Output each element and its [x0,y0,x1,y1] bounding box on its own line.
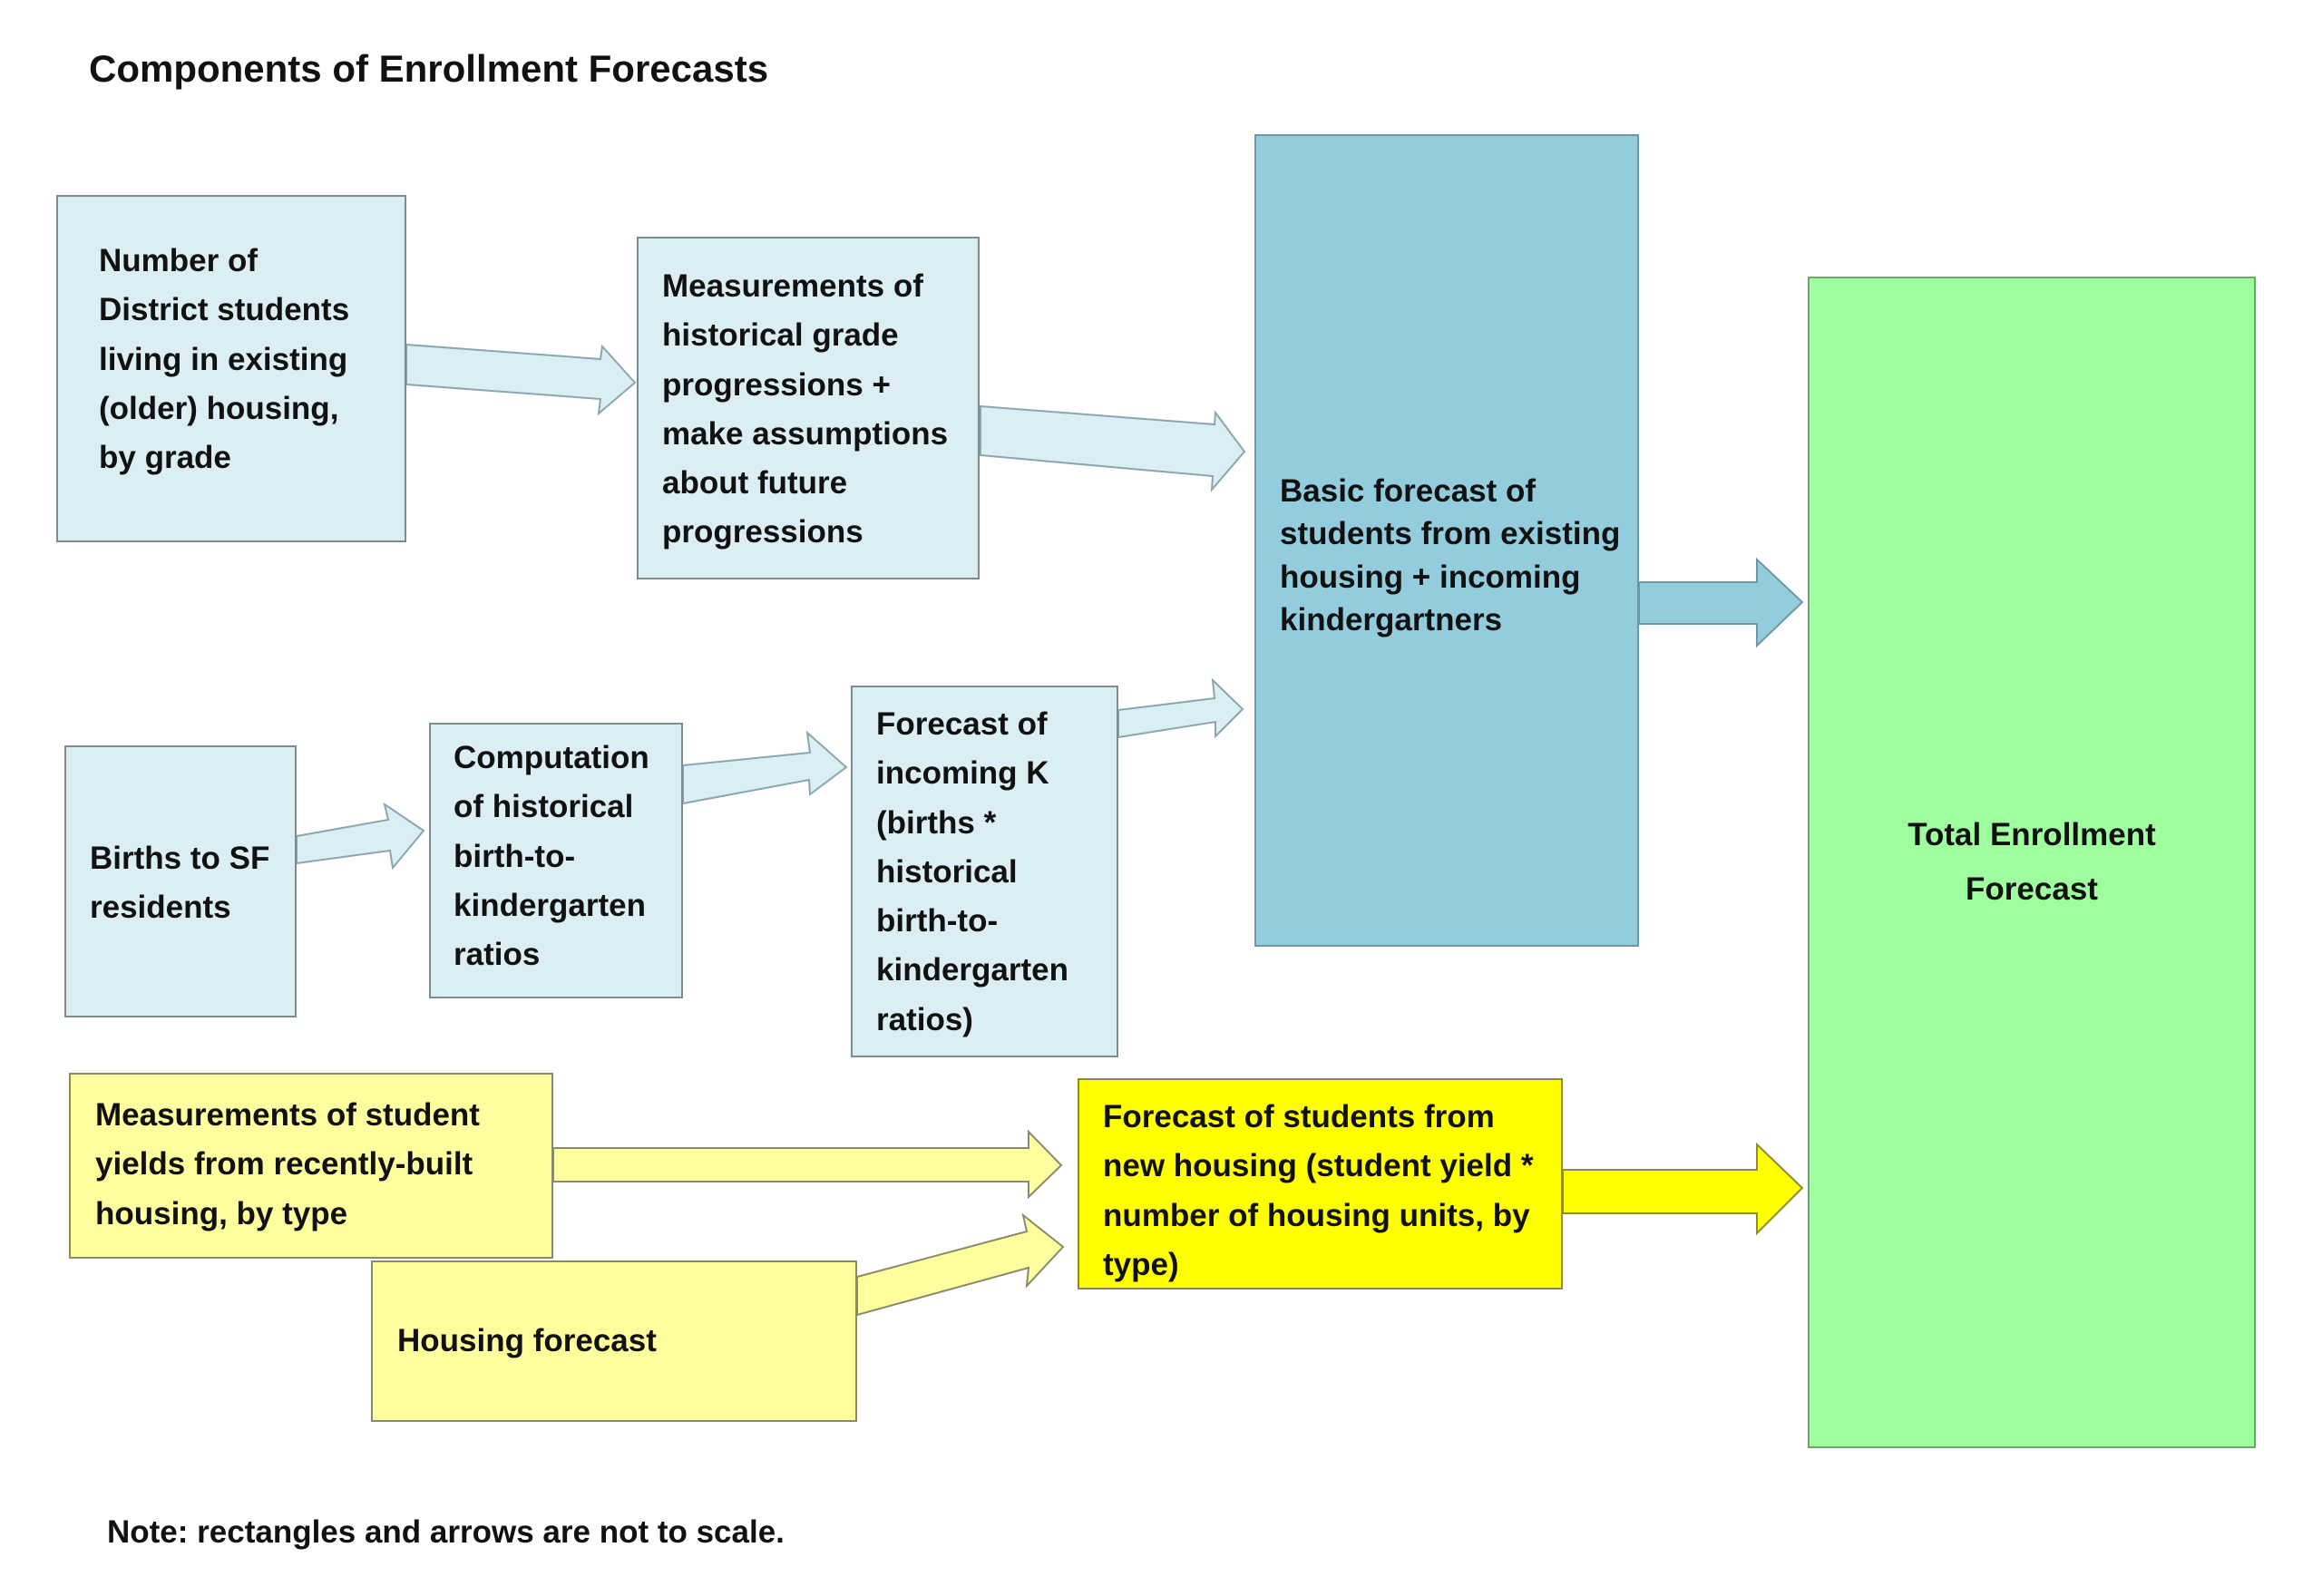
box-student-yields: Measurements of student yields from rece… [69,1073,553,1259]
box-line: housing, by type [95,1195,348,1231]
arrow-computation-to-incomingk [682,730,848,805]
box-housing-forecast: Housing forecast [371,1260,857,1422]
box-line: Total Enrollment [1907,817,2156,852]
box-line: living in existing [99,341,348,377]
box-incoming-k-forecast: Forecast of incoming K (births * histori… [851,686,1118,1057]
box-line: residents [90,890,231,926]
box-births: Births to SF residents [64,745,297,1017]
box-line: Measurements of [662,268,923,304]
box-line: Number of [99,243,258,278]
box-line: progressions [662,514,863,550]
arrow-incomingk-to-basic [1117,677,1244,739]
page-title: Components of Enrollment Forecasts [89,47,769,90]
box-line: Basic forecast of [1280,473,1537,509]
box-grade-progressions: Measurements of historical grade progres… [637,237,980,579]
box-line: Forecast [1966,871,2098,907]
box-line: new housing (student yield * [1103,1148,1534,1184]
box-line: make assumptions [662,415,949,452]
box-line: Births to SF [90,841,270,876]
box-line: (older) housing, [99,390,339,426]
box-line: kindergarten [876,952,1068,988]
box-line: about future [662,465,848,501]
box-basic-forecast: Basic forecast of students from existing… [1254,134,1639,947]
box-line: historical [876,853,1018,890]
scale-note: Note: rectangles and arrows are not to s… [107,1514,785,1550]
arrow-housingforecast-to-newhousing [856,1212,1065,1317]
box-line: number of housing units, by [1103,1197,1530,1233]
box-line: birth-to- [454,838,576,874]
box-line: District students [99,292,350,328]
box-line: birth-to- [876,903,999,939]
arrow-newhousing-to-total [1562,1142,1804,1236]
box-line: (births * [876,804,997,841]
arrow-existing-to-progressions [405,343,637,416]
box-line: students from existing [1280,516,1621,552]
box-line: progressions + [662,366,891,403]
box-new-housing-forecast: Forecast of students from new housing (s… [1078,1078,1563,1289]
box-existing-housing-students: Number of District students living in ex… [56,195,406,542]
box-line: Computation [454,740,649,775]
arrow-progressions-to-basic [980,404,1246,492]
box-total-enrollment: Total Enrollment Forecast [1808,277,2256,1448]
box-line: Measurements of student [95,1097,480,1133]
box-line: kindergartners [1280,601,1503,637]
box-line: Forecast of [876,706,1048,742]
box-line: ratios [454,937,541,972]
box-birth-ratio-computation: Computation of historical birth-to- kind… [429,723,683,998]
box-line: historical grade [662,317,899,354]
arrow-basic-to-total [1638,557,1804,648]
box-line: ratios) [876,1001,973,1037]
arrow-births-to-computation [296,802,425,871]
box-line: housing + incoming [1280,559,1581,595]
box-line: yields from recently-built [95,1146,473,1182]
arrow-yields-to-newhousing [552,1129,1063,1200]
box-line: of historical [454,789,634,825]
box-line: kindergarten [454,887,646,923]
box-line: incoming K [876,755,1049,792]
box-line: type) [1103,1246,1179,1282]
box-line: Housing forecast [397,1323,657,1358]
box-line: Forecast of students from [1103,1099,1495,1134]
box-line: by grade [99,440,231,475]
